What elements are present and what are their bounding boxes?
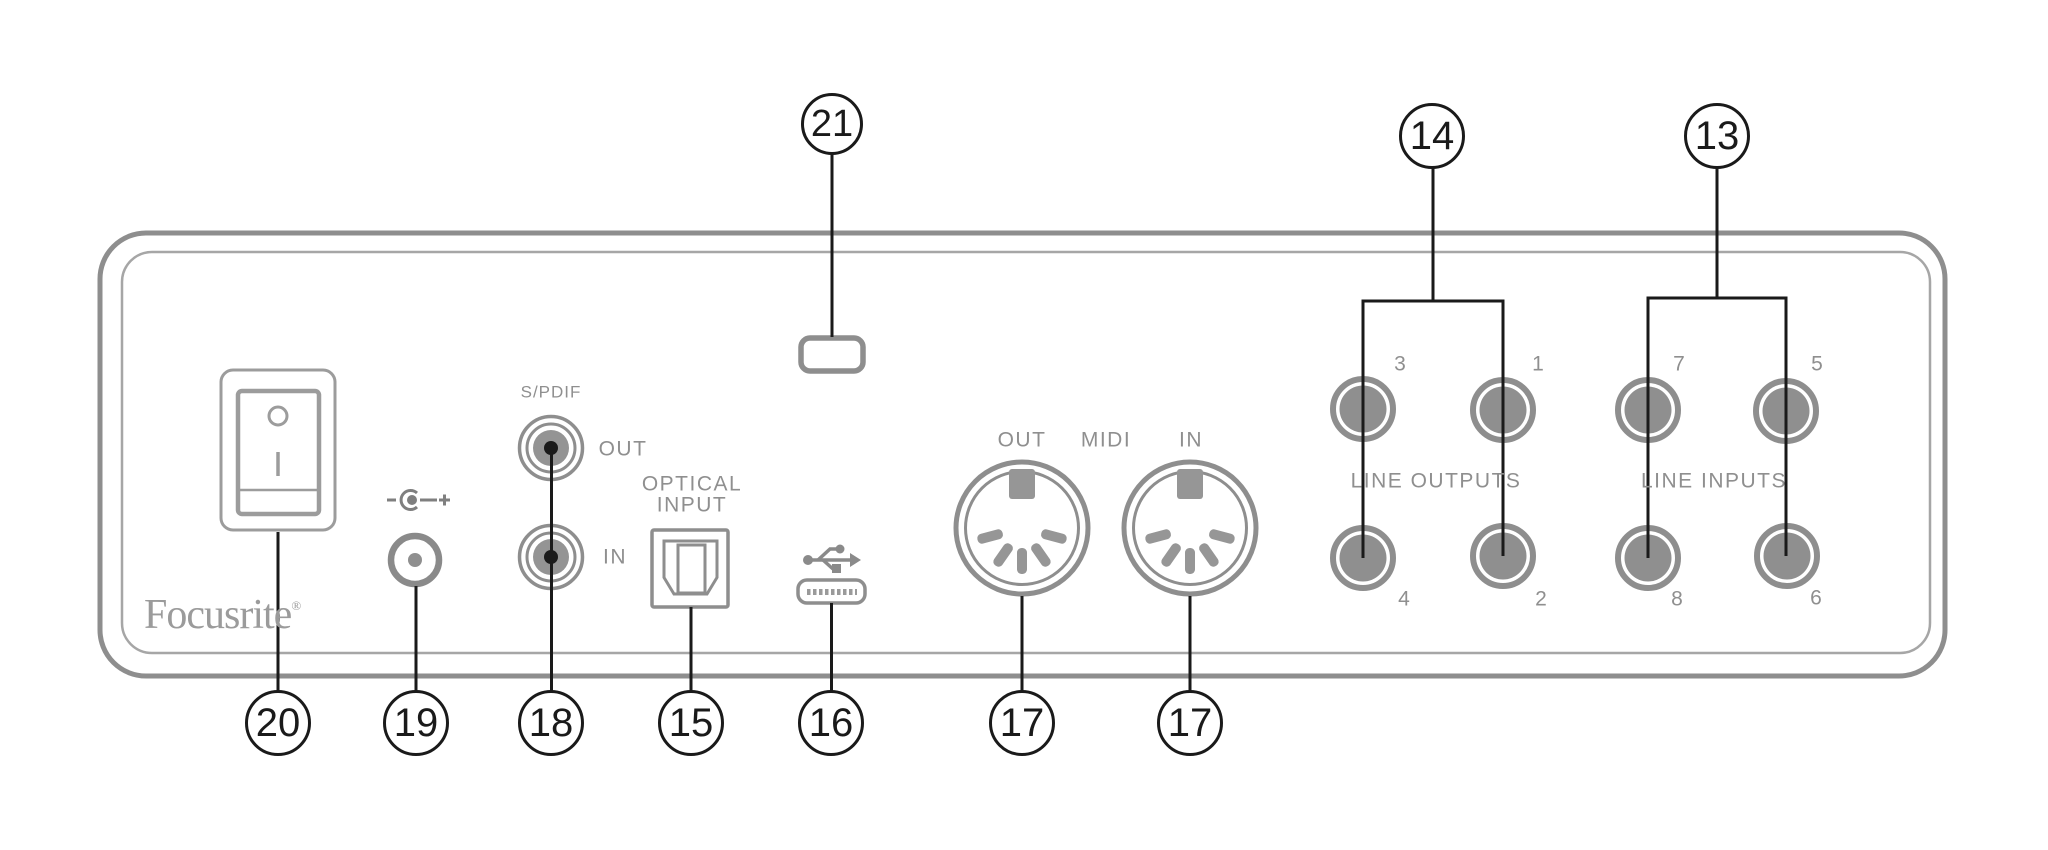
midi-in-label: IN bbox=[1179, 428, 1203, 452]
spdif-out-rca bbox=[517, 414, 585, 482]
midi-out-label: OUT bbox=[997, 428, 1047, 452]
power-off-symbol bbox=[267, 405, 289, 427]
callout-18: 18 bbox=[518, 690, 584, 756]
midi-out-port bbox=[953, 459, 1091, 597]
jack-number-4: 4 bbox=[1398, 587, 1410, 611]
callout-17-in: 17 bbox=[1157, 690, 1223, 756]
kensington-slot bbox=[798, 335, 866, 374]
focusrite-logo: Focusrite® bbox=[144, 594, 301, 636]
callout-14: 14 bbox=[1399, 103, 1465, 169]
midi-label: MIDI bbox=[1080, 428, 1132, 452]
jack-number-2: 2 bbox=[1535, 587, 1547, 611]
leader-13-bracket bbox=[1646, 296, 1788, 558]
callout-15: 15 bbox=[658, 690, 724, 756]
jack-number-8: 8 bbox=[1671, 587, 1683, 611]
focusrite-logo-text: Focusrite bbox=[144, 592, 292, 638]
optical-input-port bbox=[650, 528, 730, 609]
leader-14-bracket bbox=[1361, 299, 1505, 558]
callout-leader-lines bbox=[276, 154, 1788, 691]
spdif-in-label: IN bbox=[603, 545, 627, 569]
spdif-label: S/PDIF bbox=[520, 382, 582, 402]
callout-21: 21 bbox=[801, 93, 863, 155]
callout-17-out: 17 bbox=[989, 690, 1055, 756]
registered-trademark: ® bbox=[291, 598, 302, 613]
jack-number-1: 1 bbox=[1532, 352, 1544, 376]
jack-number-5: 5 bbox=[1811, 352, 1823, 376]
panel-outline-inner bbox=[120, 250, 1932, 655]
spdif-in-pin bbox=[544, 550, 558, 564]
line-inputs-label: LINE INPUTS bbox=[1640, 469, 1788, 493]
line-outputs-label: LINE OUTPUTS bbox=[1350, 469, 1522, 493]
jack-number-6: 6 bbox=[1810, 586, 1822, 610]
dc-polarity-icon bbox=[387, 489, 450, 511]
jack-number-7: 7 bbox=[1673, 352, 1685, 376]
callout-19: 19 bbox=[383, 690, 449, 756]
optical-label-line2: INPUT bbox=[656, 493, 728, 517]
usb-port bbox=[796, 578, 867, 605]
power-switch bbox=[219, 368, 337, 532]
midi-in-port bbox=[1121, 459, 1259, 597]
spdif-out-pin bbox=[544, 441, 558, 455]
optical-label-line1: OPTICAL bbox=[641, 472, 743, 496]
dc-power-input bbox=[387, 532, 443, 588]
callout-13: 13 bbox=[1684, 103, 1750, 169]
callout-16: 16 bbox=[798, 690, 864, 756]
usb-icon bbox=[803, 544, 861, 573]
callout-20: 20 bbox=[245, 690, 311, 756]
jack-number-3: 3 bbox=[1394, 352, 1406, 376]
spdif-out-label: OUT bbox=[598, 437, 648, 461]
